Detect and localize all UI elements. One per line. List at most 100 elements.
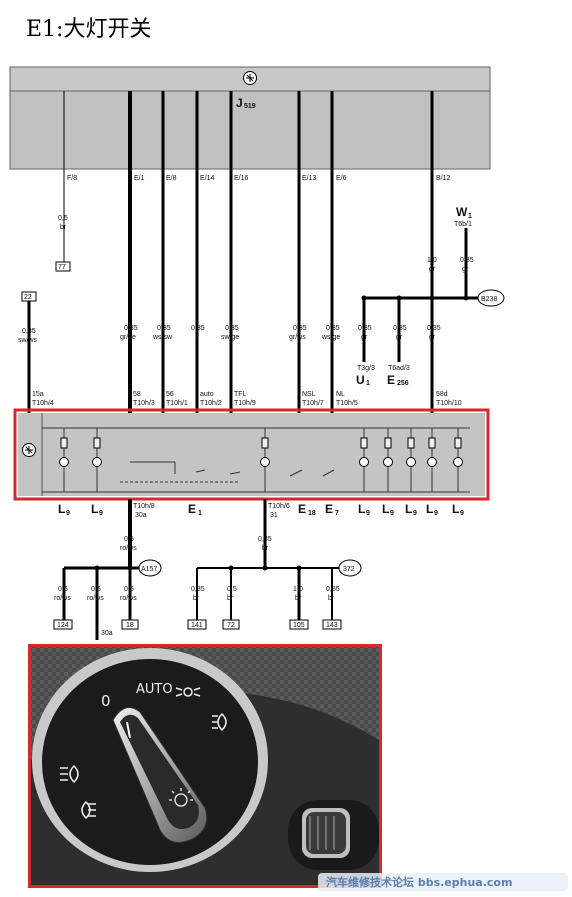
connector-b238 — [477, 289, 505, 307]
component-name: E — [325, 502, 333, 516]
component-name: L — [426, 502, 433, 516]
wire-gauge: 0,35 — [258, 536, 272, 543]
terminal-label: 58 — [133, 391, 141, 398]
pin-label: E/8 — [166, 175, 177, 182]
connector-label: 372 — [343, 566, 355, 573]
terminal-label: 58d — [436, 391, 448, 398]
rotary-knob[interactable] — [112, 707, 208, 843]
wire-color: ro/ws — [54, 595, 71, 602]
page-title: E1:大灯开关 — [26, 17, 151, 42]
wire-color: br — [295, 595, 302, 602]
wire-color: br — [328, 595, 335, 602]
wire-color: ws/ge — [321, 334, 340, 341]
wire-gauge: 0,5 — [58, 586, 68, 593]
wire-color: gr — [429, 334, 436, 341]
dimmer-wheel[interactable] — [288, 800, 379, 870]
component-labels: L 9 L 9 E 1 E 18 E 7 L 9 L 9 L 9 L 9 L 9 — [58, 502, 464, 517]
wire-gauge: 0,35 — [293, 325, 307, 332]
component-subscript: 9 — [413, 510, 417, 517]
component-subscript: 9 — [460, 510, 464, 517]
reference-box — [322, 619, 342, 630]
component-name: W — [456, 205, 468, 219]
switch-photo: 0 AUTO — [28, 644, 382, 888]
switch-pin-labels: 15a T10h/4 58 T10h/3 56 T10h/1 auto T10h… — [32, 391, 462, 407]
pin-label: T10h/3 — [133, 400, 155, 407]
component-subscript: 1 — [198, 510, 202, 517]
pin-label: T10h/9 — [234, 400, 256, 407]
watermark-text: 汽车维修技术论坛 bbs.ephua.com — [326, 875, 512, 889]
lamp-icon — [92, 457, 102, 467]
pin-label: F/8 — [67, 175, 77, 182]
component-subscript: 18 — [308, 510, 316, 517]
pin-label: T10h/10 — [436, 400, 462, 407]
wire-gauge: 0,35 — [157, 325, 171, 332]
component-subscript: 9 — [434, 510, 438, 517]
wire-gauge: 0,5 — [124, 536, 134, 543]
component-name: E — [188, 502, 196, 516]
component-name: U — [356, 373, 365, 387]
connector-label: B238 — [481, 296, 497, 303]
wire-color: gr — [462, 266, 469, 273]
lamp-icon — [383, 457, 393, 467]
wire-gauge: 0,5 — [58, 215, 68, 222]
wire-color: sw/ge — [221, 334, 239, 341]
wire-color: br — [193, 595, 200, 602]
pin-label: E/14 — [200, 175, 215, 182]
terminal-label: NL — [336, 391, 345, 398]
terminal-label: 30a — [135, 512, 147, 519]
ground-symbol-icon — [243, 71, 257, 85]
lamp-icon — [59, 457, 69, 467]
wire-color: br — [227, 595, 234, 602]
reference-number: 22 — [24, 294, 32, 301]
wire-gauge: 0,35 — [124, 325, 138, 332]
wire-gauge: 0,35 — [460, 257, 474, 264]
terminal-label: TFL — [234, 391, 247, 398]
module-pins: F/8 E/1 E/8 E/14 E/16 E/13 E/6 B/12 — [67, 175, 451, 182]
wire-gauge: 0,35 — [22, 328, 36, 335]
indicator-lamps — [59, 437, 463, 467]
lamp-icon — [453, 457, 463, 467]
wire-annotations: 77 0,5 br 0,35 gr/ge 0,35 ws/sw 0,35 li … — [18, 205, 505, 387]
reference-box — [187, 619, 207, 630]
component-name: L — [58, 502, 65, 516]
terminal-label: 15a — [32, 391, 44, 398]
pin-label: T10h/1 — [166, 400, 188, 407]
reference-box — [222, 619, 240, 630]
watermark: 汽车维修技术论坛 bbs.ephua.com — [318, 873, 568, 891]
component-name: L — [452, 502, 459, 516]
lamp-icon — [359, 457, 369, 467]
reference-number: 18 — [126, 622, 134, 629]
connector-a157 — [138, 559, 162, 577]
pin-label: E/1 — [134, 175, 145, 182]
reference-box — [55, 261, 71, 272]
reference-box — [53, 619, 73, 630]
control-module-j519: J 519 — [9, 66, 491, 170]
component-subscript: 1 — [468, 213, 472, 220]
wire-gauge: 1,0 — [427, 257, 437, 264]
pin-label: T3g/3 — [357, 365, 375, 372]
reference-number: 143 — [326, 622, 338, 629]
connector-372 — [338, 559, 362, 577]
component-subscript: 9 — [66, 510, 70, 517]
wire-color: ro/ws — [120, 545, 137, 552]
highlight-frame — [13, 408, 490, 501]
lamp-icon — [260, 457, 270, 467]
component-name: E — [298, 502, 306, 516]
terminal-label: NSL — [302, 391, 316, 398]
reference-box — [289, 619, 309, 630]
wire-color: gr — [361, 334, 368, 341]
terminal-label: 31 — [270, 512, 278, 519]
pin-label: E/6 — [336, 175, 347, 182]
wire-gauge: 0,35 — [191, 325, 205, 332]
wire-color: gr/ws — [289, 334, 306, 341]
component-name: L — [405, 502, 412, 516]
component-name: L — [358, 502, 365, 516]
lamp-icon — [406, 457, 416, 467]
wire-gauge: 0,35 — [326, 325, 340, 332]
wire-gauge: 0,35 — [225, 325, 239, 332]
bus-note: 30a — [101, 630, 113, 637]
wire-color: sw/ws — [18, 337, 38, 344]
pin-label: T10h/6 — [268, 503, 290, 510]
headlight-icon — [212, 712, 227, 732]
reference-box — [21, 291, 37, 302]
